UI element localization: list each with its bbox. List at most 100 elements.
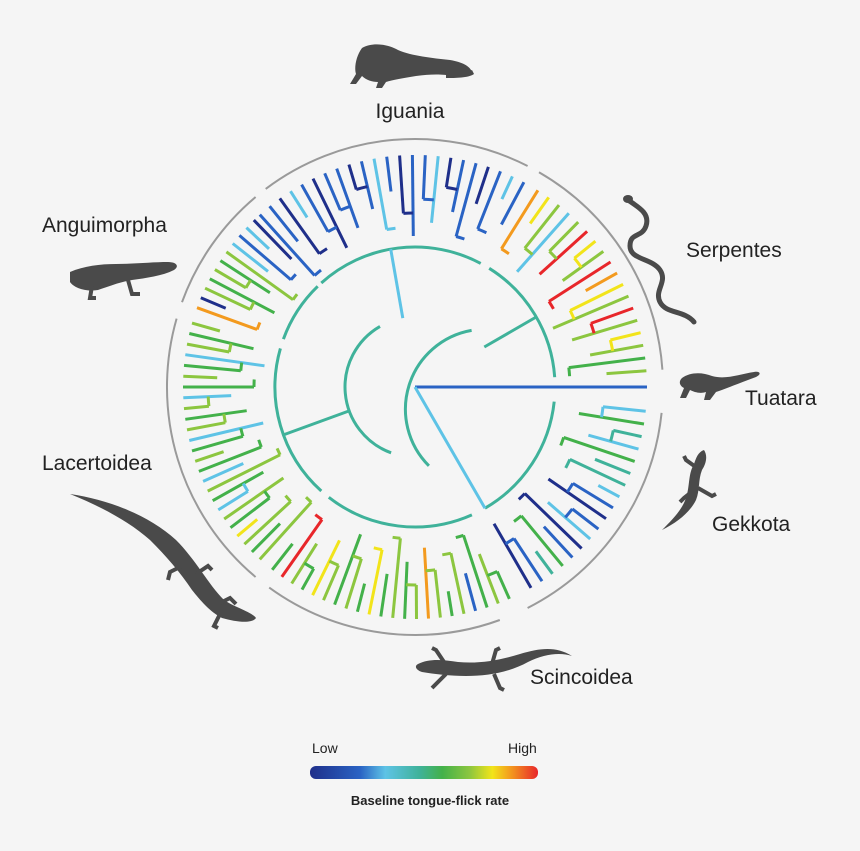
- label-scincoidea: Scincoidea: [530, 666, 633, 689]
- tree-arc: [393, 537, 401, 538]
- tree-tip: [302, 569, 314, 590]
- tree-arc: [566, 459, 570, 468]
- tree-arc: [208, 397, 209, 407]
- tree-tip: [603, 407, 646, 412]
- legend-high-label: High: [508, 740, 537, 756]
- color-legend: Low High Baseline tongue-flick rate: [310, 740, 538, 808]
- tree-tip: [579, 414, 644, 425]
- tree-arc: [611, 430, 614, 441]
- tree-arc: [488, 572, 498, 576]
- tree-arc: [549, 301, 554, 309]
- tree-tip: [453, 160, 464, 212]
- tree-tip: [405, 562, 408, 619]
- tree-arc: [283, 286, 317, 339]
- tree-tip: [497, 572, 509, 599]
- tree-tip: [451, 553, 464, 614]
- tree-tip: [424, 548, 428, 619]
- tree-arc: [319, 249, 327, 254]
- tree-arc: [356, 187, 367, 190]
- tree-tip: [185, 355, 264, 366]
- tree-arc: [569, 368, 570, 377]
- tree-tip: [195, 452, 223, 462]
- tree-stem: [484, 317, 536, 347]
- tree-arc: [602, 407, 603, 417]
- tree-arc: [328, 227, 337, 232]
- tree-tip: [252, 524, 280, 552]
- snake-silhouette: [623, 195, 694, 322]
- tree-root-arc: [345, 326, 391, 452]
- tree-tip: [369, 550, 382, 615]
- tree-tip: [574, 241, 595, 258]
- tree-tip: [610, 333, 640, 340]
- tree-tip: [573, 483, 613, 508]
- tree-tip: [357, 584, 364, 612]
- tree-tip: [544, 527, 573, 558]
- tree-arc: [567, 483, 573, 492]
- tree-tip: [201, 298, 226, 308]
- tree-arc: [275, 348, 321, 491]
- tree-tip: [224, 478, 283, 519]
- tree-arc: [329, 561, 338, 565]
- tree-tip: [184, 406, 209, 408]
- tree-arc: [374, 548, 382, 550]
- tree-arc: [570, 311, 574, 320]
- tree-arc: [246, 280, 251, 288]
- tree-arc: [591, 323, 594, 333]
- tree-tip: [536, 551, 553, 574]
- tree-tip: [189, 423, 263, 441]
- tree-arc: [478, 229, 487, 233]
- tree-arc: [243, 484, 248, 492]
- tree-arc: [610, 340, 612, 351]
- tree-tip: [514, 539, 542, 582]
- tree-tip: [607, 371, 647, 374]
- tree-arc: [291, 274, 296, 280]
- tree-tip: [260, 215, 315, 276]
- tree-tip: [478, 171, 501, 229]
- tree-tip: [185, 411, 246, 420]
- monitor-silhouette: [70, 262, 177, 298]
- tree-arc: [442, 553, 451, 555]
- label-gekkota: Gekkota: [712, 513, 791, 536]
- label-lacertoidea: Lacertoidea: [42, 452, 152, 475]
- tree-arc: [259, 440, 262, 447]
- label-serpentes: Serpentes: [686, 239, 782, 262]
- tree-tip: [464, 535, 488, 607]
- tree-arc: [250, 302, 254, 309]
- tree-tip: [270, 206, 298, 241]
- tree-tip: [595, 459, 630, 473]
- tree-tip: [525, 494, 582, 549]
- label-tuatara: Tuatara: [745, 387, 817, 410]
- tree-tip: [517, 213, 569, 271]
- tree-arc: [329, 497, 472, 527]
- tree-tip: [549, 222, 578, 251]
- tree-tip: [563, 251, 604, 280]
- tree-arc: [353, 556, 362, 559]
- tree-arc: [446, 187, 457, 189]
- tree-arc: [224, 414, 225, 423]
- tree-tip: [302, 185, 328, 232]
- tree-arc: [229, 343, 231, 352]
- tree-tip: [400, 156, 404, 214]
- tree-arc: [293, 294, 297, 300]
- clade-ring-segment: [266, 139, 528, 189]
- tree-tip: [598, 485, 619, 496]
- iguana-silhouette: [350, 44, 474, 88]
- tree-arc: [315, 270, 321, 275]
- tree-tip: [291, 191, 308, 217]
- tree-stem: [283, 411, 349, 435]
- tree-tip: [387, 157, 391, 192]
- tree-tip: [412, 155, 413, 236]
- tree-arc: [519, 494, 525, 500]
- tree-tip: [465, 573, 475, 611]
- clade-ring-segment: [539, 172, 662, 370]
- tree-arc: [286, 496, 291, 502]
- tree-arc: [241, 363, 242, 371]
- lacertid-silhouette: [70, 494, 256, 628]
- tree-arc: [514, 516, 521, 522]
- tree-arc: [306, 497, 311, 502]
- tree-stem: [391, 249, 403, 318]
- tree-arc: [525, 248, 533, 254]
- tree-arc: [423, 199, 434, 200]
- tree-arc: [489, 268, 555, 377]
- tree-arc: [456, 237, 464, 240]
